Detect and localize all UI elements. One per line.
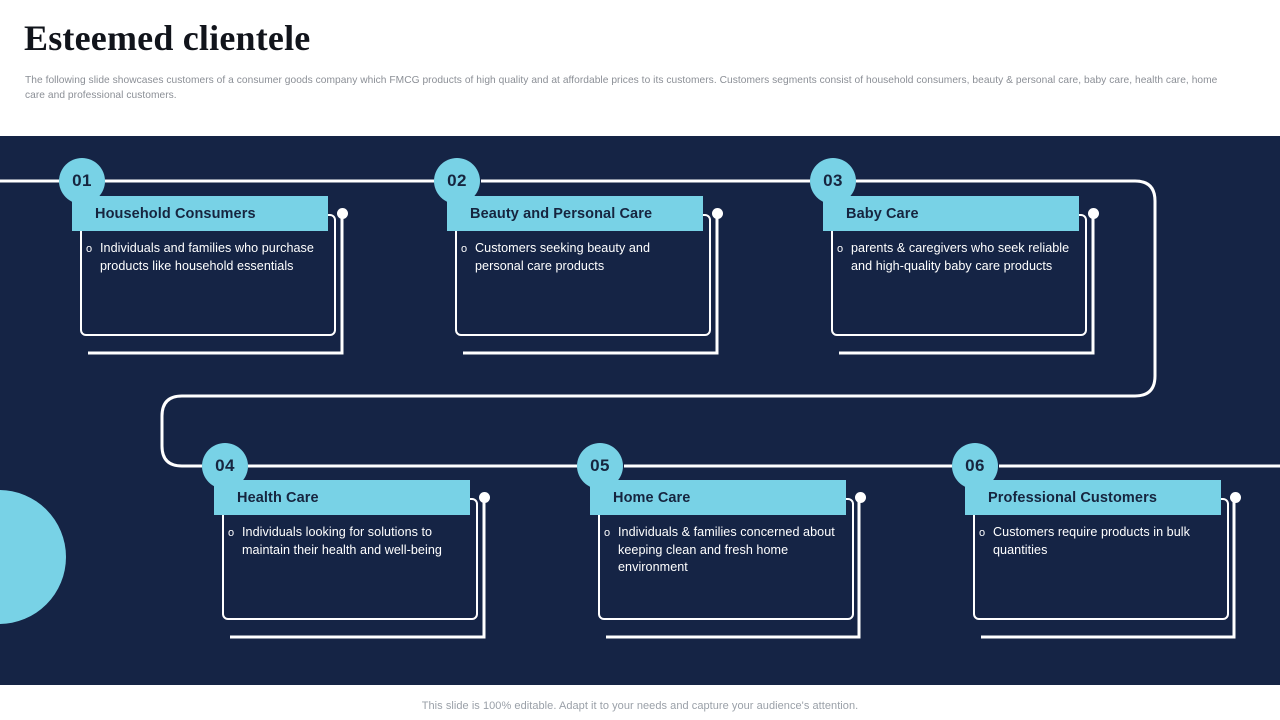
bullet-icon: o xyxy=(86,243,93,255)
step-title-06: Professional Customers xyxy=(988,489,1157,506)
step-card-04-outline xyxy=(222,498,478,620)
leg-card-06 xyxy=(981,497,1236,639)
leg-card-03 xyxy=(839,212,1095,355)
step-number-01: 01 xyxy=(72,171,92,190)
step-description-05: Individuals & families concerned about k… xyxy=(618,525,835,574)
leg-card-04 xyxy=(230,497,486,639)
slide-footer: This slide is 100% editable. Adapt it to… xyxy=(0,685,1280,720)
node-dot-03 xyxy=(1088,208,1099,219)
step-card-01-outline xyxy=(80,214,336,336)
step-number-06: 06 xyxy=(965,456,985,475)
node-dot-02 xyxy=(712,208,723,219)
bullet-icon: o xyxy=(837,243,844,255)
step-card-03-header: Baby Care xyxy=(823,196,1079,231)
step-card-03-outline xyxy=(831,214,1087,336)
step-card-01-body: o Individuals and families who purchase … xyxy=(86,240,322,275)
step-card-01-header: Household Consumers xyxy=(72,196,328,231)
leg-card-02 xyxy=(463,212,719,355)
step-title-01: Household Consumers xyxy=(95,205,256,222)
step-card-05-header: Home Care xyxy=(590,480,846,515)
step-description-02: Customers seeking beauty and personal ca… xyxy=(475,241,651,273)
page-title: Esteemed clientele xyxy=(24,18,311,58)
wire-left-wrap xyxy=(160,394,201,468)
bullet-icon: o xyxy=(604,527,611,539)
step-title-05: Home Care xyxy=(613,489,691,506)
node-dot-01 xyxy=(337,208,348,219)
step-card-06-header: Professional Customers xyxy=(965,480,1221,515)
step-number-03: 03 xyxy=(823,171,843,190)
step-description-03: parents & caregivers who seek reliable a… xyxy=(851,241,1070,273)
page-subtitle: The following slide showcases customers … xyxy=(25,75,1218,101)
node-dot-04 xyxy=(479,492,490,503)
step-number-04: 04 xyxy=(215,456,235,475)
step-card-02-outline xyxy=(455,214,711,336)
bullet-icon: o xyxy=(979,527,986,539)
step-card-05-body: o Individuals & families concerned about… xyxy=(604,524,840,577)
step-card-02-body: o Customers seeking beauty and personal … xyxy=(461,240,697,275)
step-description-06: Customers require products in bulk quant… xyxy=(993,525,1190,557)
step-title-03: Baby Care xyxy=(846,205,919,222)
step-description-01: Individuals and families who purchase pr… xyxy=(100,241,314,273)
step-number-05: 05 xyxy=(590,456,610,475)
step-card-03-body: o parents & caregivers who seek reliable… xyxy=(837,240,1073,275)
step-title-02: Beauty and Personal Care xyxy=(470,205,653,222)
bullet-icon: o xyxy=(461,243,468,255)
node-dot-05 xyxy=(855,492,866,503)
step-title-04: Health Care xyxy=(237,489,319,506)
connector-wires xyxy=(0,179,1280,639)
bullet-icon: o xyxy=(228,527,235,539)
node-dot-06 xyxy=(1230,492,1241,503)
wire-row1-to-row2 xyxy=(200,179,1157,398)
slide-header: Esteemed clientele The following slide s… xyxy=(0,0,1280,136)
leg-card-05 xyxy=(606,497,861,639)
footer-note: This slide is 100% editable. Adapt it to… xyxy=(421,700,859,712)
step-card-06-body: o Customers require products in bulk qua… xyxy=(979,524,1215,559)
step-description-04: Individuals looking for solutions to mai… xyxy=(242,525,442,557)
step-card-06-outline xyxy=(973,498,1229,620)
step-card-04-body: o Individuals looking for solutions to m… xyxy=(228,524,464,559)
leg-card-01 xyxy=(88,212,344,355)
step-number-02: 02 xyxy=(447,171,467,190)
step-card-02-header: Beauty and Personal Care xyxy=(447,196,703,231)
step-card-04-header: Health Care xyxy=(214,480,470,515)
diagram-canvas: 01 02 03 04 05 06 Household Consumers o … xyxy=(0,136,1280,685)
